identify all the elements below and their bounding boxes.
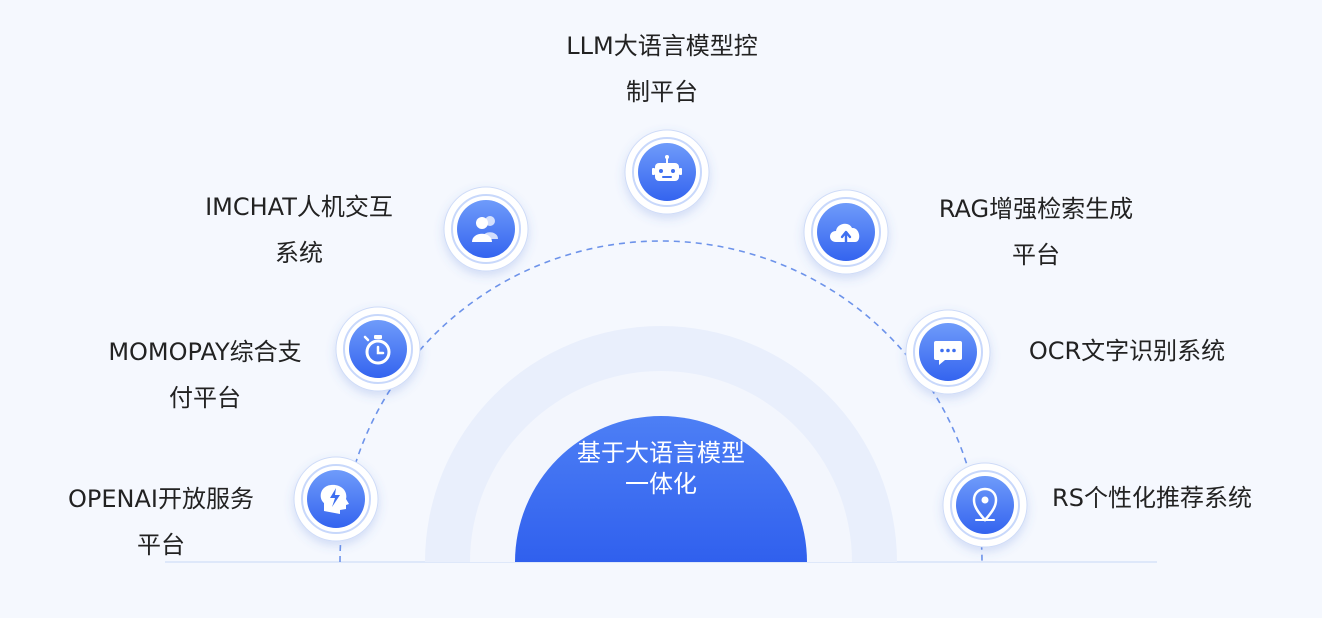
label-openai-line1: OPENAI开放服务: [68, 485, 254, 513]
label-openai-line2: 平台: [137, 531, 185, 559]
label-imchat-line1: IMCHAT人机交互: [205, 193, 393, 221]
cloud-upload-icon: [830, 223, 860, 244]
label-openai: OPENAI开放服务 平台: [46, 476, 276, 568]
node-imchat: [443, 186, 529, 272]
label-momopay-line2: 付平台: [169, 384, 241, 412]
label-llm: LLM大语言模型控 制平台: [546, 23, 778, 115]
dashed-orbit: [339, 240, 983, 563]
core-semicircle: [515, 416, 807, 562]
center-title: 基于大语言模型 一体化: [520, 438, 802, 500]
node-rag: [803, 189, 889, 275]
label-imchat-line2: 系统: [275, 239, 323, 267]
location-pin-icon: [972, 487, 998, 522]
node-llm: [624, 129, 710, 215]
label-llm-line1: LLM大语言模型控: [566, 32, 758, 60]
center-title-line1: 基于大语言模型: [577, 439, 745, 467]
label-rag: RAG增强检索生成 平台: [918, 186, 1154, 278]
label-ocr-line1: OCR文字识别系统: [1028, 337, 1226, 365]
label-rs-line1: RS个性化推荐系统: [1052, 484, 1252, 512]
node-ocr: [905, 309, 991, 395]
head-lightning-icon: [320, 484, 349, 514]
users-icon: [472, 216, 498, 242]
node-momopay: [335, 306, 421, 392]
label-momopay-line1: MOMOPAY综合支: [108, 338, 302, 366]
stopwatch-icon: [363, 335, 391, 365]
label-rag-line2: 平台: [1012, 241, 1060, 269]
label-imchat: IMCHAT人机交互 系统: [184, 184, 414, 276]
label-ocr: OCR文字识别系统: [1012, 328, 1242, 374]
label-rag-line1: RAG增强检索生成: [938, 195, 1134, 223]
label-rs: RS个性化推荐系统: [1030, 475, 1274, 521]
center-title-line2: 一体化: [625, 470, 697, 498]
node-openai: [293, 456, 379, 542]
chat-bubble-icon: [934, 341, 962, 365]
node-rs: [942, 462, 1028, 548]
label-momopay: MOMOPAY综合支 付平台: [90, 329, 320, 421]
label-llm-line2: 制平台: [626, 78, 698, 106]
robot-icon: [652, 155, 682, 181]
